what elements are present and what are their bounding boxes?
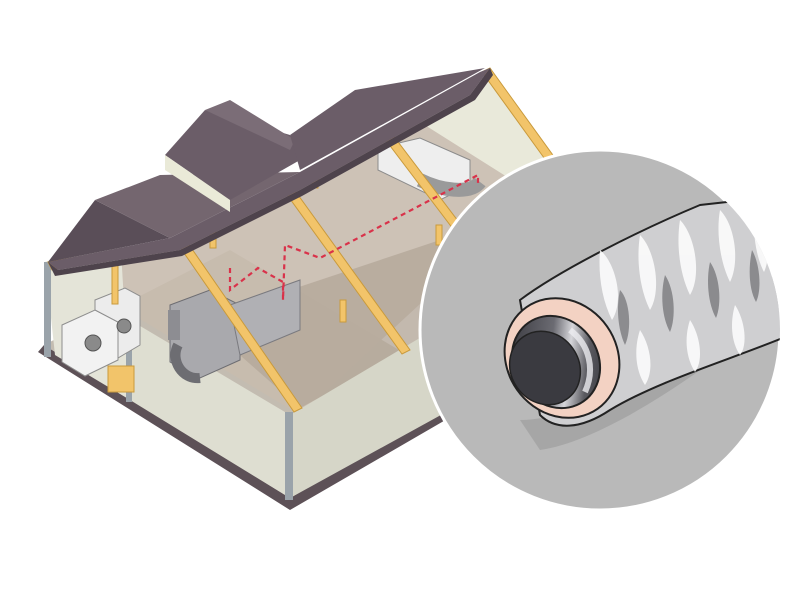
foil-shadows <box>617 250 760 345</box>
dormer-wall <box>165 155 230 212</box>
roof-upper <box>290 68 485 170</box>
attic-floor <box>200 230 500 408</box>
front-wall-right <box>290 320 450 498</box>
wall-stud-2 <box>435 224 443 246</box>
front-wall <box>130 320 290 498</box>
roof-front-slope <box>48 200 170 262</box>
corner-post-left <box>44 262 51 357</box>
cabinet <box>107 365 135 393</box>
duct-shadow <box>520 260 780 450</box>
house <box>38 67 556 510</box>
duct-detail-callout <box>418 148 782 512</box>
roof <box>48 68 493 276</box>
wall-stud-1 <box>339 299 347 323</box>
roof-ridge-top <box>205 100 295 150</box>
corner-post-front <box>285 412 293 500</box>
duct-opening <box>508 330 582 406</box>
duct-inner-highlight <box>568 327 593 394</box>
duct-route-path <box>228 173 480 301</box>
washer-dryer <box>61 287 141 377</box>
collar-post-3 <box>111 261 119 305</box>
